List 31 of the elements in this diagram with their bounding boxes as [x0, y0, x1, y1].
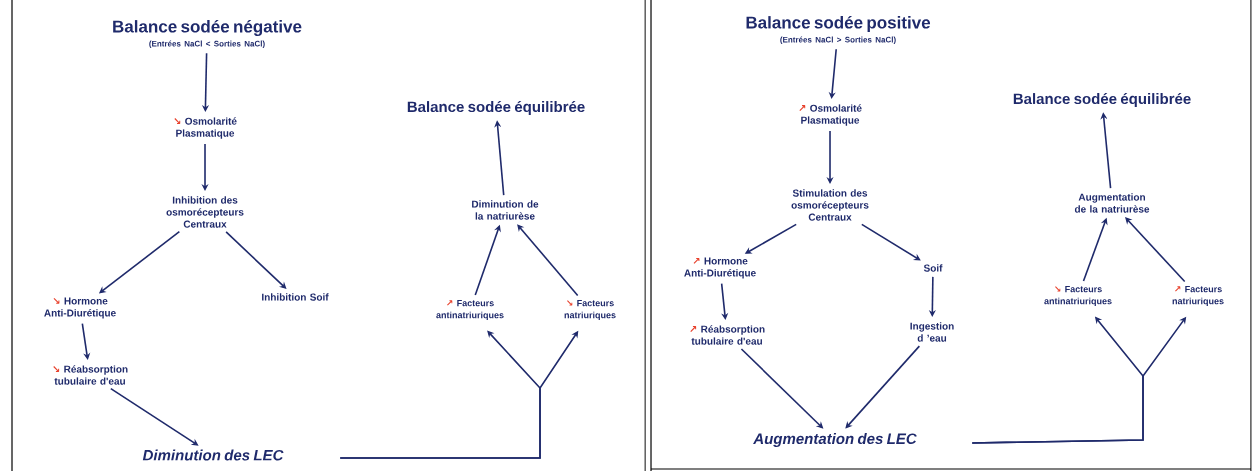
heading: Balance sodée positive (Entrées NaCl > Sorties NaCl)	[746, 15, 931, 45]
step-text: ↗ Réabsorption tubulaire d'eau	[690, 325, 765, 345]
arrow	[861, 223, 921, 261]
step-text: Augmentation de la natriurèse	[1074, 193, 1150, 213]
step-text: ↘ Facteurs antinatriuriques	[1044, 285, 1112, 307]
step-text: Diminution de la natriurèse	[472, 200, 539, 220]
step-text: Ingestion d ’eau	[910, 322, 954, 342]
arrow	[110, 387, 199, 446]
step-text: ↗ Facteurs natriuriques	[1172, 285, 1224, 307]
step-text: Soif	[923, 264, 943, 272]
heading: Balance sodée négative (Entrées NaCl < Sorties NaCl)	[113, 19, 302, 49]
arrow	[740, 348, 824, 429]
result-text: Diminution des LEC	[142, 449, 284, 461]
step-text: ↘ Hormone Anti-Diurétique	[44, 297, 116, 319]
step-text: ↗ Osmolarité Plasmatique	[799, 104, 862, 126]
step-text: ↗ Hormone Anti-Diurétique	[684, 257, 756, 279]
heading: Balance sodée équilibrée	[407, 100, 585, 116]
arrow	[494, 120, 505, 196]
arrow	[1125, 217, 1186, 283]
step-text: Inhibition des osmorécepteurs Centraux	[166, 196, 244, 228]
step-text: ↘ Osmolarité Plasmatique	[174, 117, 237, 139]
step-text: Stimulation des osmorécepteurs Centraux	[791, 189, 869, 221]
step-text: ↘ Réabsorption tubulaire d'eau	[53, 365, 128, 385]
arrow	[517, 224, 579, 297]
arrow	[1100, 112, 1112, 189]
step-text: Inhibition Soif	[262, 293, 329, 301]
step-text: ↗ Facteurs antinatriuriques	[436, 299, 504, 321]
heading: Balance sodée équilibrée	[1013, 92, 1191, 108]
step-text: ↘ Facteurs natriuriques	[564, 299, 616, 321]
arrow	[845, 345, 921, 429]
result-text: Augmentation des LEC	[753, 433, 917, 447]
